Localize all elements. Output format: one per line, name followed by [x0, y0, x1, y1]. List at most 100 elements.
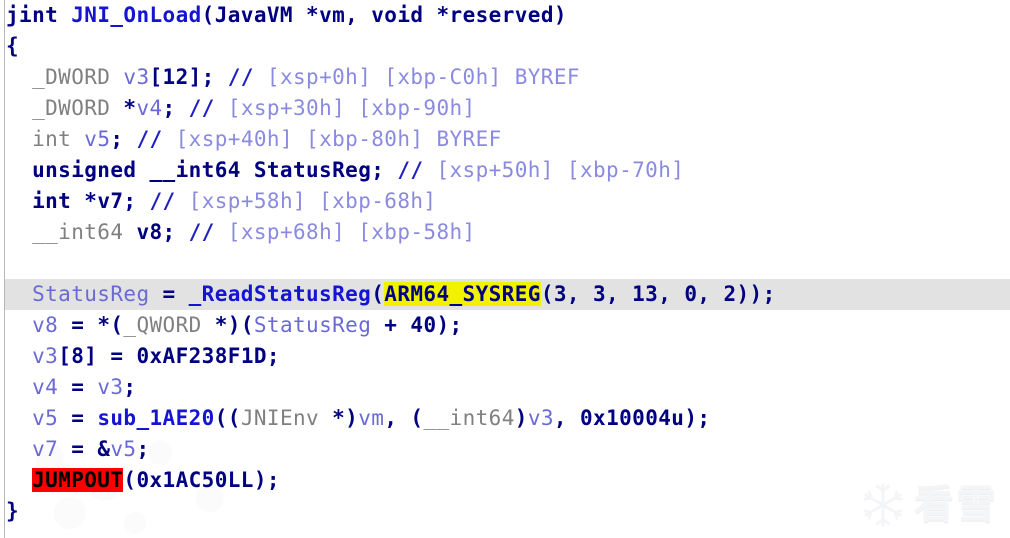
code-token: + — [371, 313, 411, 337]
code-line[interactable]: v7 = &v5; — [6, 434, 1010, 465]
code-line[interactable]: __int64 v8; // [xsp+68h] [xbp-58h] — [6, 217, 1010, 248]
comment-token: // — [227, 65, 254, 89]
code-token: )); — [736, 282, 776, 306]
comment-token: [xsp+40h] [xbp-80h] BYREF — [162, 127, 502, 151]
function-name-token[interactable]: JNI_OnLoad — [71, 3, 202, 27]
comment-token: // — [136, 127, 163, 151]
code-line[interactable]: { — [6, 31, 1010, 62]
indent-spacer — [6, 313, 32, 337]
variable-token[interactable]: v3 — [527, 406, 554, 430]
code-line[interactable]: } — [6, 496, 1010, 527]
code-token: ( — [123, 468, 137, 492]
function-name-token[interactable]: _ReadStatusReg — [188, 282, 372, 306]
variable-token[interactable]: v3 — [123, 65, 150, 89]
variable-token[interactable]: v5 — [110, 437, 137, 461]
code-token: v8 — [136, 220, 163, 244]
indent-spacer — [6, 189, 32, 213]
variable-token[interactable]: v3 — [97, 375, 124, 399]
code-token: jint — [6, 3, 59, 27]
code-token: v7 — [97, 189, 124, 213]
code-token: , ( — [384, 406, 424, 430]
variable-token[interactable]: v8 — [32, 313, 59, 337]
code-token: ( — [540, 282, 554, 306]
code-line[interactable]: JUMPOUT(0x1AC50LL); — [6, 465, 1010, 496]
code-token: (( — [214, 406, 241, 430]
code-token — [176, 96, 189, 120]
jumpout-highlight-token[interactable]: JUMPOUT — [32, 468, 124, 492]
code-token — [71, 189, 84, 213]
type-token: _DWORD — [32, 96, 111, 120]
variable-token[interactable]: vm — [358, 406, 385, 430]
indent-spacer — [6, 158, 32, 182]
code-token: ; — [162, 220, 176, 244]
code-token: * — [436, 3, 450, 27]
comment-token: // — [149, 189, 176, 213]
number-token: 8 — [71, 344, 85, 368]
code-token: *( — [97, 313, 124, 337]
code-token: vm — [319, 3, 346, 27]
code-token: ; — [110, 127, 124, 151]
code-token: [ — [58, 344, 72, 368]
code-line[interactable]: v3[8] = 0xAF238F1D; — [6, 341, 1010, 372]
code-line[interactable]: _DWORD *v4; // [xsp+30h] [xbp-90h] — [6, 93, 1010, 124]
comment-token: [xsp+58h] [xbp-68h] — [175, 189, 437, 213]
variable-token[interactable]: v4 — [32, 375, 59, 399]
indent-spacer — [6, 127, 32, 151]
number-token: 3 — [593, 282, 607, 306]
type-token: __int64 — [32, 220, 124, 244]
code-token: reserved — [449, 3, 554, 27]
code-token: ; — [123, 375, 137, 399]
variable-token[interactable]: v5 — [32, 406, 59, 430]
code-token: void — [371, 3, 437, 27]
code-token: } — [6, 499, 20, 523]
search-highlight-token[interactable]: ARM64_SYSREG — [384, 282, 541, 306]
comment-token: // — [188, 96, 215, 120]
comment-token: // — [188, 220, 215, 244]
code-token — [319, 406, 332, 430]
code-token: , — [553, 406, 580, 430]
code-token: ; — [136, 437, 150, 461]
code-token: * — [306, 3, 320, 27]
type-token: JNIEnv — [240, 406, 320, 430]
code-line[interactable]: v5 = sub_1AE20((JNIEnv *)vm, (__int64)v3… — [6, 403, 1010, 434]
function-name-token[interactable]: sub_1AE20 — [97, 406, 215, 430]
code-line[interactable]: int v5; // [xsp+40h] [xbp-80h] BYREF — [6, 124, 1010, 155]
number-token: 40 — [410, 313, 437, 337]
code-token: ( — [201, 3, 215, 27]
code-line[interactable] — [6, 248, 1010, 279]
variable-token[interactable]: StatusReg — [32, 282, 150, 306]
code-token: , — [606, 282, 633, 306]
code-token: = — [58, 406, 98, 430]
code-line-current[interactable]: StatusReg = _ReadStatusReg(ARM64_SYSREG(… — [0, 279, 1010, 310]
variable-token[interactable]: StatusReg — [253, 313, 372, 337]
variable-token[interactable]: v5 — [84, 127, 111, 151]
code-line[interactable]: v4 = v3; — [6, 372, 1010, 403]
code-line[interactable]: int *v7; // [xsp+58h] [xbp-68h] — [6, 186, 1010, 217]
code-line[interactable]: unsigned __int64 StatusReg; // [xsp+50h]… — [6, 155, 1010, 186]
code-token — [58, 3, 71, 27]
code-token — [241, 158, 254, 182]
code-token: = — [58, 375, 98, 399]
code-token — [215, 65, 228, 89]
code-token: ); — [436, 313, 463, 337]
code-line[interactable]: jint JNI_OnLoad(JavaVM *vm, void *reserv… — [6, 0, 1010, 31]
variable-token[interactable]: v3 — [32, 344, 59, 368]
code-token — [384, 158, 397, 182]
number-token: 0x10004u — [580, 406, 685, 430]
indent-spacer — [6, 344, 32, 368]
code-token: ; — [123, 189, 137, 213]
variable-token[interactable]: v7 — [32, 437, 59, 461]
code-token: { — [6, 34, 20, 58]
indent-spacer — [6, 282, 32, 306]
type-token: __int64 — [423, 406, 515, 430]
indent-spacer — [6, 96, 32, 120]
code-line[interactable]: _DWORD v3[12]; // [xsp+0h] [xbp-C0h] BYR… — [6, 62, 1010, 93]
comment-token: [xsp+30h] [xbp-90h] — [214, 96, 476, 120]
number-token: 0xAF238F1D — [136, 344, 267, 368]
code-token — [71, 127, 84, 151]
variable-token[interactable]: v4 — [136, 96, 163, 120]
code-token: ; — [162, 96, 176, 120]
code-line[interactable]: v8 = *(_QWORD *)(StatusReg + 40); — [6, 310, 1010, 341]
